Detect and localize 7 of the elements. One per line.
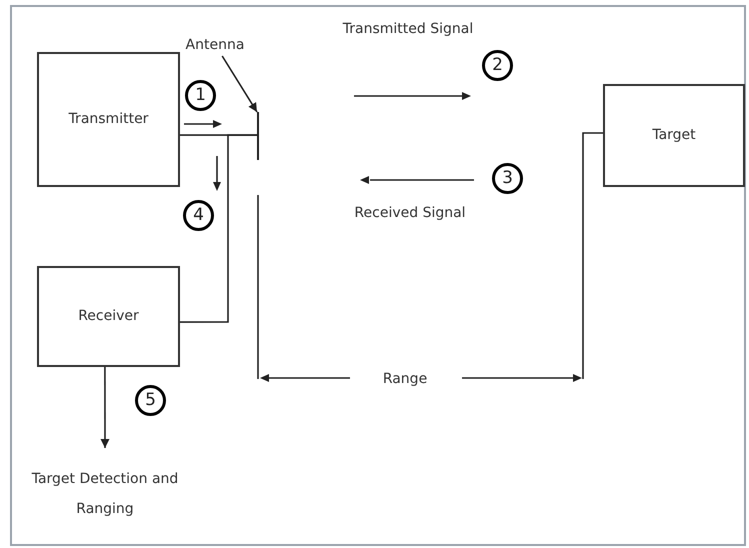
arrow <box>100 367 110 448</box>
block-box: Receiver <box>37 266 180 367</box>
block-box: Target <box>603 84 745 187</box>
text-label: Target Detection and Ranging <box>20 448 190 540</box>
arrow <box>222 56 258 112</box>
connector-line <box>180 134 257 323</box>
block-box: Transmitter <box>37 52 180 187</box>
